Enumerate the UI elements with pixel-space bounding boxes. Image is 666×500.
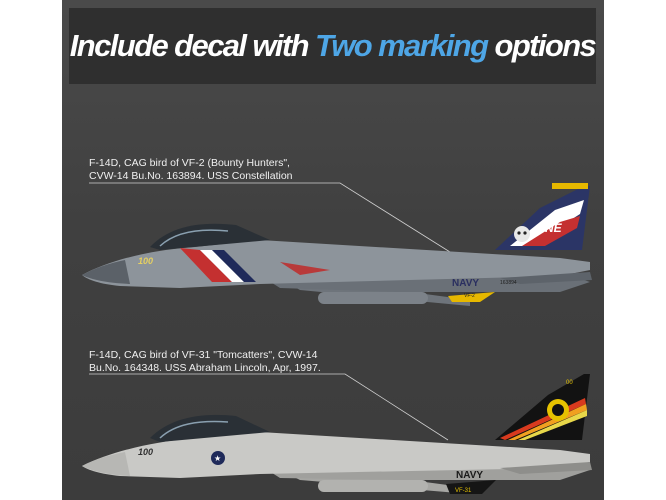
marking2-caption: F-14D, CAG bird of VF-31 "Tomcatters", C… — [89, 349, 321, 375]
marking2-drop-tank — [318, 480, 428, 492]
marking1-buno: 163894 — [500, 280, 517, 286]
marking2-caption-line2: Bu.No. 164348. USS Abraham Lincoln, Apr,… — [89, 362, 321, 374]
marking1-squadron: VF-2 — [464, 293, 475, 299]
banner-title: Include decal with Two marking options — [69, 28, 597, 64]
marking1-caption-line1: F-14D, CAG bird of VF-2 (Bounty Hunters"… — [89, 157, 290, 169]
marking1-caption-line2: CVW-14 Bu.No. 163894. USS Constellation — [89, 170, 293, 182]
marking2-canopy — [150, 414, 270, 442]
skull-emblem-icon — [514, 226, 530, 242]
marking2-navy-text: NAVY — [456, 470, 483, 481]
marking2-fin-code: 00 — [566, 380, 573, 386]
star-insignia-icon — [211, 451, 225, 465]
marking1-fin-text: NE — [545, 221, 563, 235]
marking1-canopy — [150, 223, 270, 250]
marking1-aircraft: NE 100 NAVY 163894 VF-2 — [82, 183, 592, 306]
svg-text:★: ★ — [214, 454, 221, 463]
marking2-fuselage — [82, 432, 590, 478]
banner-text-after: options — [487, 28, 596, 63]
marking1-caption: F-14D, CAG bird of VF-2 (Bounty Hunters"… — [89, 157, 293, 183]
banner-highlight: Two marking — [315, 28, 489, 63]
marking1-leader-line — [89, 182, 451, 253]
marking2-aircraft: ★ 00 100 NAVY VF-31 — [82, 374, 592, 494]
marking1-navy-text: NAVY — [452, 278, 479, 289]
banner-text-before: Include decal with — [69, 28, 316, 63]
marking2-leader-line — [89, 373, 449, 441]
marking1-nose-number: 100 — [138, 256, 153, 266]
title-banner: Include decal with Two marking options — [69, 8, 597, 84]
marking2-nose-number: 100 — [138, 447, 153, 457]
marking1-drop-tank — [318, 292, 428, 304]
marking2-squadron: VF-31 — [455, 488, 472, 494]
marking2-caption-line1: F-14D, CAG bird of VF-31 "Tomcatters", C… — [89, 349, 318, 361]
